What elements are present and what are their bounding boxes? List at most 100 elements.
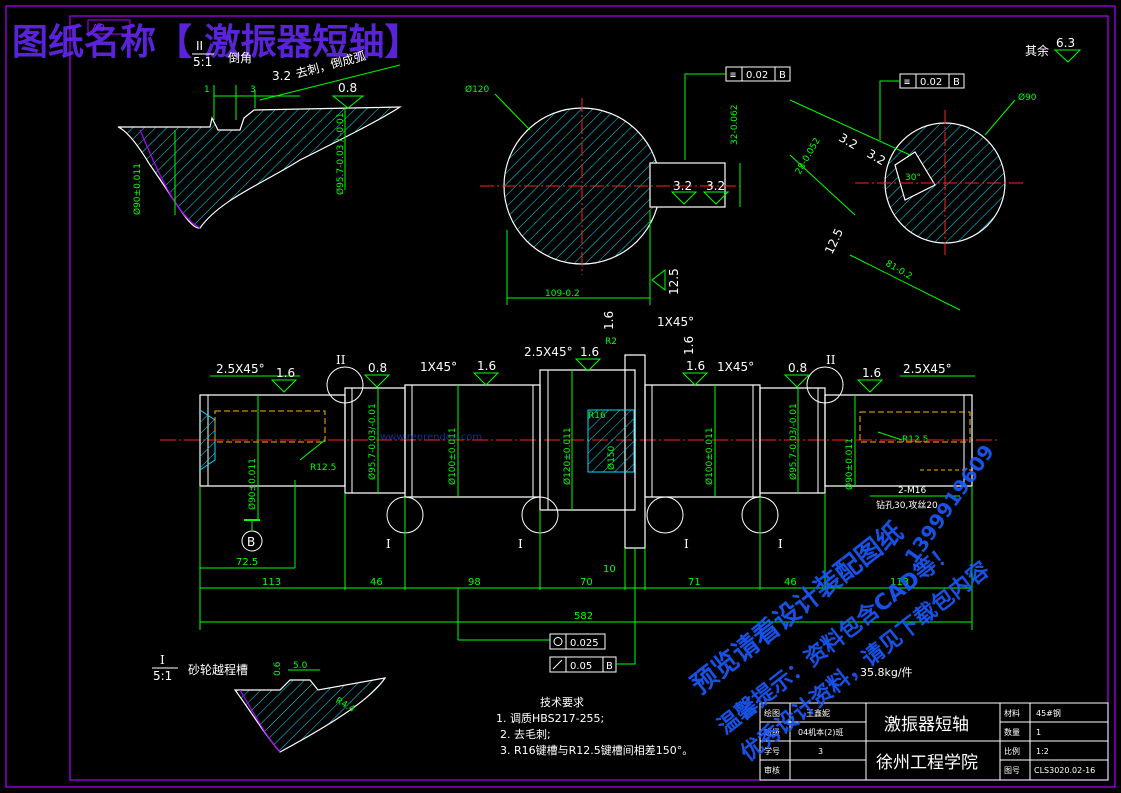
diameter-label: Ø100±0.011 — [447, 427, 458, 485]
diameter-label: Ø150 — [606, 445, 617, 470]
dim-label: 71 — [688, 577, 701, 588]
title-block-label: 审核 — [764, 765, 780, 775]
detail-ii-dim-3: 3 — [250, 85, 256, 95]
section-a-roughness-c: 12.5 — [667, 268, 681, 295]
tech-requirement-item: 1. 调质HBS217-255; — [496, 712, 604, 725]
roughness-value: 1.6 — [686, 359, 705, 373]
outer-frame — [5, 5, 1116, 788]
paper-size-box — [87, 19, 131, 35]
diameter-dim-lines — [257, 370, 856, 520]
diameter-label: Ø95.7-0.03/-0.01 — [367, 403, 378, 480]
dim-label: 98 — [468, 577, 481, 588]
section-b-roughness-a: 3.2 — [837, 130, 861, 152]
roughness-value: 1.6 — [276, 366, 295, 380]
detail-ii-dim-1: 1 — [204, 85, 210, 95]
section-b-tol: 0.02 — [920, 77, 942, 88]
detail-mark: II — [336, 353, 346, 367]
section-b: Ø90 ≡ 0.02 B 3.2 3.2 28-0.052 30° 12.5 8… — [789, 73, 1037, 311]
section-a: Ø120 109-0.2 32-0.062 3.2 3.2 12.5 ≡ 0.0… — [465, 66, 791, 305]
section-b-roughness-b: 3.2 — [865, 146, 889, 168]
detail-i-scale: 5:1 — [153, 669, 172, 683]
main-view-chamfers: 2.5X45° 1X45° 2.5X45° 1X45° 1X45° 2.5X45… — [216, 315, 952, 376]
detail-mark: I — [518, 537, 523, 551]
circularity-icon — [553, 637, 563, 646]
roughness-value: 1.6 — [580, 345, 599, 359]
dim-label: 70 — [580, 577, 593, 588]
tech-requirement-item: 3. R16键槽与R12.5键槽间相差150°。 — [500, 743, 693, 757]
section-a-tol: 0.02 — [746, 70, 768, 81]
title-block-label: 学号 — [764, 746, 780, 756]
runout2-value: 0.05 — [570, 661, 592, 672]
radius-label: R12.5 — [902, 435, 928, 445]
radius-label: R2 — [605, 337, 617, 347]
inner-frame — [69, 15, 1109, 781]
section-b-depth: 81-0.2 — [884, 259, 914, 282]
main-view-radii: R12.5 R2 R16 R12.5 — [310, 337, 928, 473]
runout-frame — [549, 633, 606, 650]
roughness-value: 1.6 — [602, 311, 616, 330]
section-b-tol-icon: ≡ — [904, 77, 910, 88]
part-name: 激振器短轴 — [884, 715, 969, 735]
title-block-meta-label: 比例 — [1004, 746, 1020, 756]
detail-ii-id: II — [196, 39, 203, 53]
chamfer-label: 2.5X45° — [903, 362, 952, 376]
runout-arrow-icon — [552, 659, 563, 670]
diameter-label: Ø95.7-0.03/-0.01 — [788, 403, 799, 480]
title-block-label: 班级 — [764, 727, 780, 737]
section-b-angle: 30° — [905, 173, 921, 183]
dim-label: 113 — [262, 577, 281, 588]
title-block-value: 04机本(2)班 — [798, 727, 844, 737]
title-block-meta-label: 材料 — [1004, 708, 1020, 718]
detail-ii-dia-right: Ø95.7-0.03 / -0.01 — [335, 113, 346, 195]
paper-size: A3 — [92, 23, 105, 34]
drawing-title-label: 图纸名称【 激振器短轴】 — [12, 22, 421, 63]
detail-mark: II — [826, 353, 836, 367]
runout2-ref: B — [606, 661, 613, 672]
section-b-roughness-c: 12.5 — [822, 226, 846, 256]
main-view-shaft — [160, 354, 1000, 552]
tech-requirements-title: 技术要求 — [540, 696, 584, 709]
section-a-depth: 109-0.2 — [545, 289, 580, 299]
datum-label: B — [247, 535, 255, 549]
chamfer-label: 1X45° — [717, 360, 754, 374]
detail-ii-roughness-2: 0.8 — [338, 81, 357, 95]
detail-mark: I — [386, 537, 391, 551]
detail-i-note: 砂轮越程槽 — [188, 662, 248, 677]
detail-ii-dia-left: Ø90±0.011 — [132, 163, 143, 215]
watermark-site: www.renrendoc.com — [380, 432, 482, 443]
title-block: 绘图 班级 学号 审核 王鑫妮 04机本(2)班 3 激振器短轴 徐州工程学院 … — [759, 702, 1109, 781]
bottom-dims: 72.5 113 46 98 70 10 71 46 113 582 — [236, 557, 909, 622]
detail-i-dim-a: 0.6 — [273, 661, 283, 676]
roughness-value: 1.6 — [682, 336, 696, 355]
diameter-label: Ø90±0.011 — [247, 458, 258, 510]
dim-label: 113 — [890, 577, 909, 588]
diameter-label: Ø100±0.011 — [704, 427, 715, 485]
chamfer-label: 1X45° — [657, 315, 694, 329]
tech-requirement-item: 2. 去毛刺; — [500, 728, 551, 741]
chamfer-label: 2.5X45° — [524, 345, 573, 359]
school-name: 徐州工程学院 — [876, 753, 978, 773]
dim-label: 582 — [574, 611, 593, 622]
section-a-keyway: 32-0.062 — [730, 105, 740, 145]
detail-ii-roughness: 3.2 — [272, 69, 291, 83]
bottom-dim-lines — [199, 480, 973, 641]
title-block-meta-value: 45#钢 — [1036, 708, 1061, 718]
thread-note-1: 2-M16 — [898, 486, 926, 496]
dim-label: 72.5 — [236, 557, 258, 568]
main-view-roughness: 1.6 0.8 1.6 1.6 1.6 1.6 1.6 0.8 1.6 — [276, 311, 881, 380]
title-block-label: 绘图 — [764, 708, 780, 718]
roughness-value: 1.6 — [477, 359, 496, 373]
detail-ii-note: 倒角 — [228, 51, 252, 65]
radius-label: R12.5 — [310, 463, 336, 473]
diameter-label: Ø120±0.011 — [562, 427, 573, 485]
radius-label: R16 — [588, 411, 606, 421]
thread-note-2: 钻孔30,攻丝20 — [876, 499, 938, 511]
title-block-meta-label: 数量 — [1004, 727, 1020, 737]
detail-i: I 5:1 砂轮越程槽 0.6 5.0 R4.4 — [152, 653, 387, 753]
title-block-value: 3 — [818, 747, 823, 756]
detail-i-id: I — [160, 653, 165, 667]
title-block-meta-label: 图号 — [1004, 766, 1020, 775]
section-a-diameter: Ø120 — [465, 84, 490, 95]
runout-value: 0.025 — [570, 638, 599, 649]
title-block-meta-value: 1:2 — [1036, 747, 1049, 756]
